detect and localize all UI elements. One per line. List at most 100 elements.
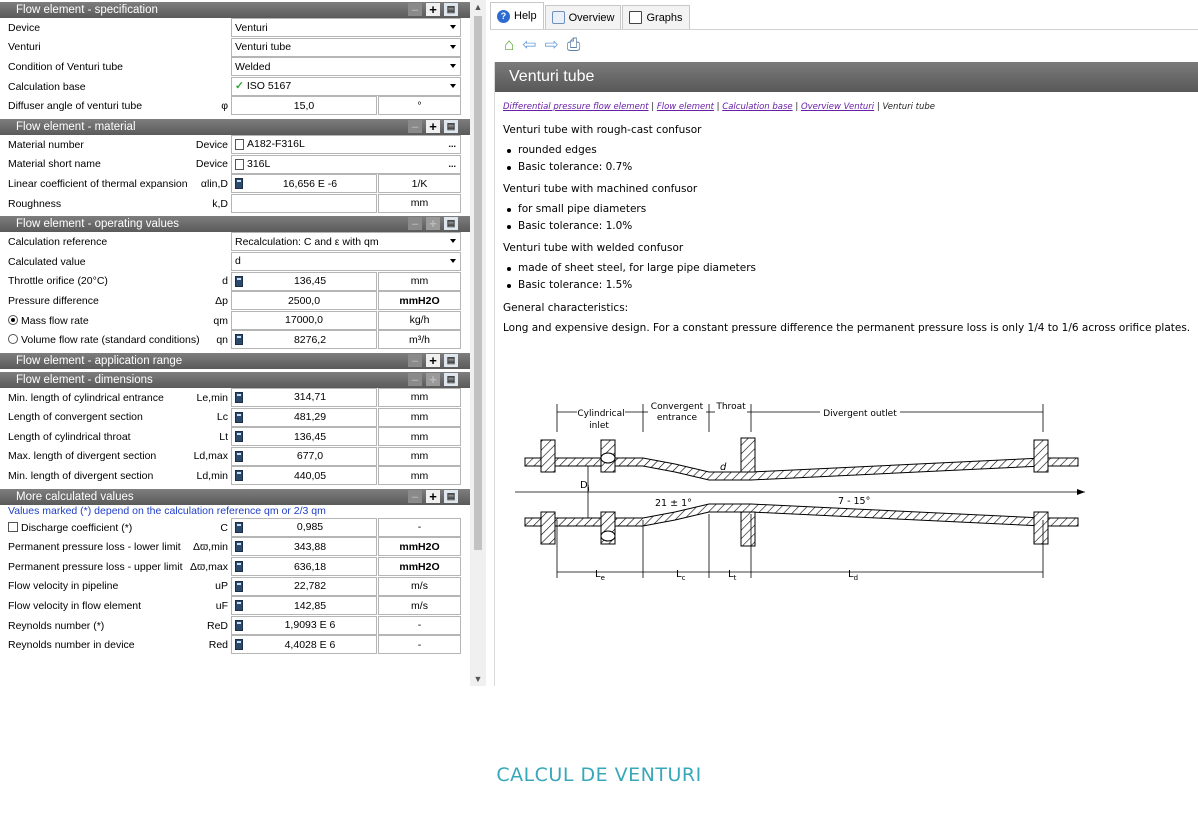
tab-overview[interactable]: Overview — [544, 5, 622, 29]
thermal-expansion-field[interactable]: 16,656 E -6 — [231, 174, 377, 194]
collapse-icon[interactable]: – — [408, 119, 422, 133]
calculator-icon[interactable] — [235, 275, 243, 287]
mass-flow-rate-input[interactable]: 17000,0 — [231, 310, 377, 330]
calculator-icon[interactable] — [235, 391, 243, 403]
section-header-dimensions[interactable]: Flow element - dimensions –+▤ — [0, 371, 470, 388]
print-icon[interactable]: ▤ — [444, 119, 458, 133]
calculator-icon[interactable] — [235, 334, 243, 346]
scroll-up-icon[interactable]: ▲ — [473, 2, 483, 12]
value: 17000,0 — [285, 314, 323, 327]
breadcrumb-link[interactable]: Differential pressure flow element — [503, 102, 649, 112]
label: Permanent pressure loss - upper limit — [8, 560, 183, 573]
calculator-icon[interactable] — [235, 450, 243, 462]
browse-icon[interactable]: ... — [448, 158, 456, 169]
unit-select[interactable]: mmH2O — [378, 557, 461, 577]
expand-icon[interactable]: + — [426, 3, 440, 16]
diffuser-angle-input[interactable]: 15,0 — [231, 96, 377, 116]
discharge-coefficient-field[interactable]: 0,985 — [231, 517, 377, 537]
velocity-pipeline-field[interactable]: 22,782 — [231, 576, 377, 596]
le-min-field[interactable]: 314,71 — [231, 387, 377, 407]
venturi-select[interactable]: Venturi tube — [231, 37, 461, 57]
calculator-icon[interactable] — [235, 639, 243, 651]
velocity-element-field[interactable]: 142,85 — [231, 596, 377, 616]
lc-field[interactable]: 481,29 — [231, 407, 377, 427]
breadcrumb-link[interactable]: Overview Venturi — [800, 102, 875, 112]
section-header-application-range[interactable]: Flow element - application range –+▤ — [0, 352, 470, 369]
volume-flow-rate-field[interactable]: 8276,2 — [231, 330, 377, 350]
section-header-specification[interactable]: Flow element - specification –+▤ — [0, 2, 470, 18]
pressure-loss-lower-field[interactable]: 343,88 — [231, 537, 377, 557]
tab-graphs[interactable]: Graphs — [622, 5, 690, 29]
unit: mm — [378, 466, 461, 486]
throttle-orifice-field[interactable]: 136,45 — [231, 271, 377, 291]
label-cylindrical: Cylindrical — [577, 409, 624, 419]
section-header-operating[interactable]: Flow element - operating values –+▤ — [0, 216, 470, 233]
calculator-icon[interactable] — [235, 600, 243, 612]
collapse-icon[interactable]: – — [408, 372, 422, 386]
collapse-icon[interactable]: – — [408, 3, 422, 16]
collapse-icon[interactable]: – — [408, 353, 422, 367]
section-header-material[interactable]: Flow element - material –+▤ — [0, 118, 470, 135]
unit-text: m/s — [411, 580, 428, 593]
pressure-loss-upper-field[interactable]: 636,18 — [231, 557, 377, 577]
reynolds-field[interactable]: 1,9093 E 6 — [231, 615, 377, 635]
calculator-icon[interactable] — [235, 411, 243, 423]
list-item: Basic tolerance: 0.7% — [503, 159, 1198, 176]
ld-min-field[interactable]: 440,05 — [231, 466, 377, 486]
unit-select[interactable]: mmH2O — [378, 291, 461, 311]
value: 0,985 — [296, 521, 324, 534]
unit: m/s — [378, 576, 461, 596]
print-icon[interactable]: ▤ — [444, 489, 458, 503]
row-calculation-base: Calculation base ✓ISO 5167 — [0, 76, 470, 97]
calculator-icon[interactable] — [235, 521, 243, 533]
breadcrumb-link[interactable]: Calculation base — [722, 102, 793, 112]
discharge-checkbox[interactable] — [8, 521, 18, 532]
expand-icon[interactable]: + — [426, 217, 440, 231]
label: Length of convergent section — [8, 411, 143, 424]
reynolds-device-field[interactable]: 4,4028 E 6 — [231, 635, 377, 655]
home-icon[interactable]: ⌂ — [504, 35, 515, 54]
calculator-icon[interactable] — [235, 561, 243, 573]
calculated-value-select[interactable]: d — [231, 251, 461, 271]
value: Recalculation: C and ε with qm — [235, 235, 379, 248]
volume-flow-radio[interactable] — [8, 334, 18, 345]
print-icon[interactable]: ⎙ — [566, 35, 581, 54]
material-number-field[interactable]: A182-F316L... — [231, 134, 461, 154]
lt-field[interactable]: 136,45 — [231, 427, 377, 447]
condition-select[interactable]: Welded — [231, 57, 461, 77]
expand-icon[interactable]: + — [426, 489, 440, 503]
browse-icon[interactable]: ... — [448, 138, 456, 149]
device-select[interactable]: Venturi — [231, 18, 461, 37]
scroll-down-icon[interactable]: ▼ — [473, 674, 483, 684]
tab-help[interactable]: ?Help — [490, 2, 544, 29]
calculation-base-select[interactable]: ✓ISO 5167 — [231, 76, 461, 96]
pressure-difference-input[interactable]: 2500,0 — [231, 291, 377, 311]
mass-flow-radio[interactable] — [8, 314, 18, 325]
print-icon[interactable]: ▤ — [444, 217, 458, 231]
expand-icon[interactable]: + — [426, 372, 440, 386]
roughness-input[interactable] — [231, 193, 377, 213]
calculation-reference-select[interactable]: Recalculation: C and ε with qm — [231, 232, 461, 252]
calculator-icon[interactable] — [235, 470, 243, 482]
calculator-icon[interactable] — [235, 619, 243, 631]
material-short-name-field[interactable]: 316L... — [231, 154, 461, 174]
forward-arrow-icon[interactable]: ⇨ — [544, 35, 559, 54]
collapse-icon[interactable]: – — [408, 489, 422, 503]
print-icon[interactable]: ▤ — [444, 353, 458, 367]
print-icon[interactable]: ▤ — [444, 372, 458, 386]
calculator-icon[interactable] — [235, 431, 243, 443]
expand-icon[interactable]: + — [426, 119, 440, 133]
breadcrumb-link[interactable]: Flow element — [656, 102, 714, 112]
vertical-scrollbar[interactable]: ▲ ▼ — [470, 0, 486, 686]
expand-icon[interactable]: + — [426, 353, 440, 367]
print-icon[interactable]: ▤ — [444, 3, 458, 16]
calculator-icon[interactable] — [235, 541, 243, 553]
calculator-icon[interactable] — [235, 580, 243, 592]
ld-max-field[interactable]: 677,0 — [231, 446, 377, 466]
scrollbar-thumb[interactable] — [474, 16, 482, 550]
section-header-more-values[interactable]: More calculated values –+▤ — [0, 488, 470, 505]
calculator-icon[interactable] — [235, 178, 243, 190]
collapse-icon[interactable]: – — [408, 217, 422, 231]
unit-select[interactable]: mmH2O — [378, 537, 461, 557]
back-arrow-icon[interactable]: ⇦ — [522, 35, 537, 54]
